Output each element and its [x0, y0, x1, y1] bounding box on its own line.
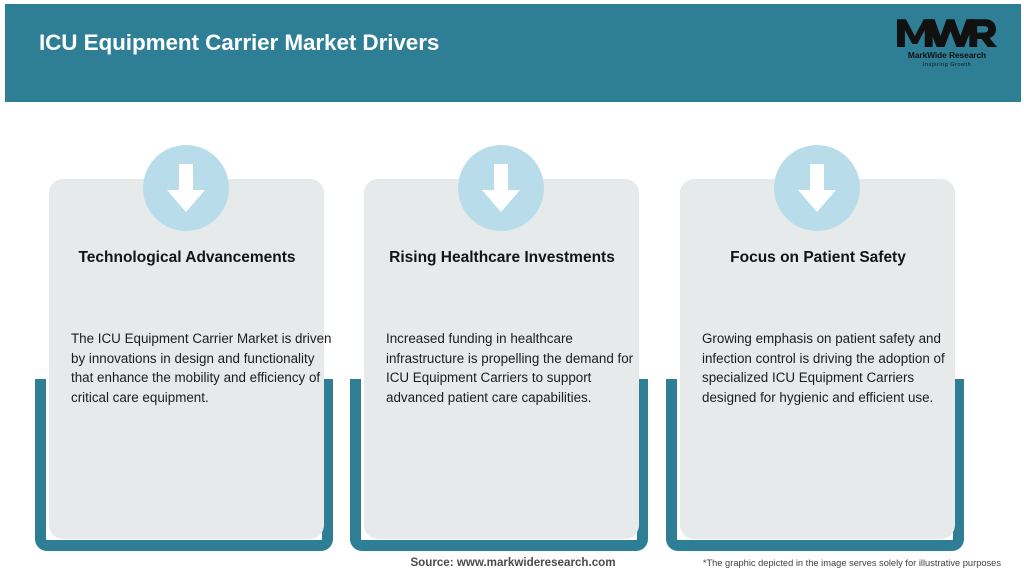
page-title: ICU Equipment Carrier Market Drivers: [39, 30, 440, 55]
svg-text:MarkWide Research: MarkWide Research: [908, 50, 986, 60]
card-title: Rising Healthcare Investments: [389, 249, 615, 266]
card-title: Focus on Patient Safety: [730, 249, 906, 266]
card-title: Technological Advancements: [78, 249, 296, 266]
arrow-down-icon: [143, 145, 229, 231]
card-bracket: [666, 379, 964, 551]
card-body: Growing emphasis on patient safety and i…: [702, 331, 945, 405]
driver-card-1: Technological Advancements The ICU Equip…: [29, 145, 341, 551]
arrow-down-icon: [458, 145, 544, 231]
header-band: ICU Equipment Carrier Market Drivers Mar…: [5, 4, 1021, 102]
card-panel: [680, 179, 955, 539]
driver-card-3: Focus on Patient Safety Growing emphasis…: [660, 145, 972, 551]
card-body: Increased funding in healthcare infrastr…: [386, 331, 634, 405]
markwide-research-logo: MarkWide Research Inspiring Growth: [895, 14, 999, 70]
card-bracket: [35, 379, 333, 551]
source-label: Source: www.markwideresearch.com: [410, 556, 616, 569]
arrow-down-icon: [774, 145, 860, 231]
card-body: The ICU Equipment Carrier Market is driv…: [71, 331, 332, 405]
driver-card-2: Rising Healthcare Investments Increased …: [344, 145, 656, 551]
svg-text:Inspiring Growth: Inspiring Growth: [923, 62, 971, 68]
card-bracket: [350, 379, 648, 551]
card-panel: [364, 179, 639, 539]
disclaimer-label: *The graphic depicted in the image serve…: [702, 558, 1001, 568]
card-panel: [49, 179, 324, 539]
